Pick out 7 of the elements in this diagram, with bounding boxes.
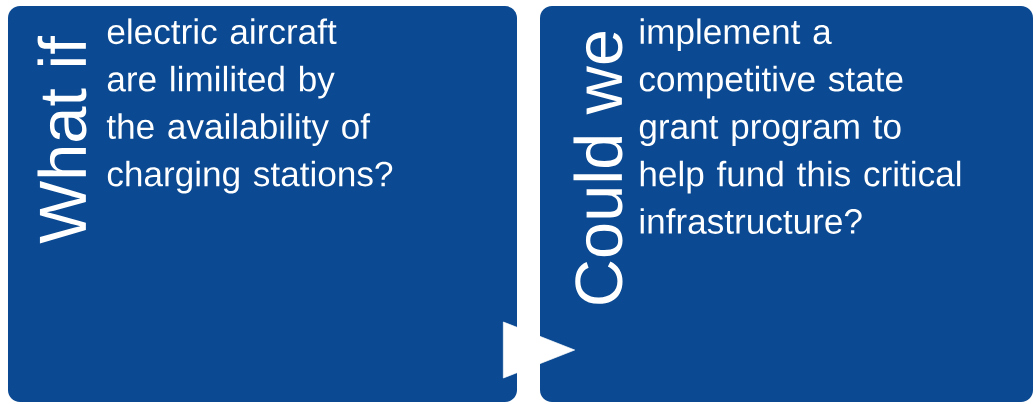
- heading-text: Could we: [573, 31, 623, 304]
- arrow: [503, 321, 575, 379]
- heading-text: What if: [37, 36, 87, 244]
- process-box: [8, 6, 517, 402]
- body-text: electric aircraft are limilited by the availability of charging stations?: [106, 18, 393, 194]
- body-text: implement a competitive state grant program to help fund this critical infrastructure?: [639, 18, 961, 234]
- process-box: [540, 6, 1033, 402]
